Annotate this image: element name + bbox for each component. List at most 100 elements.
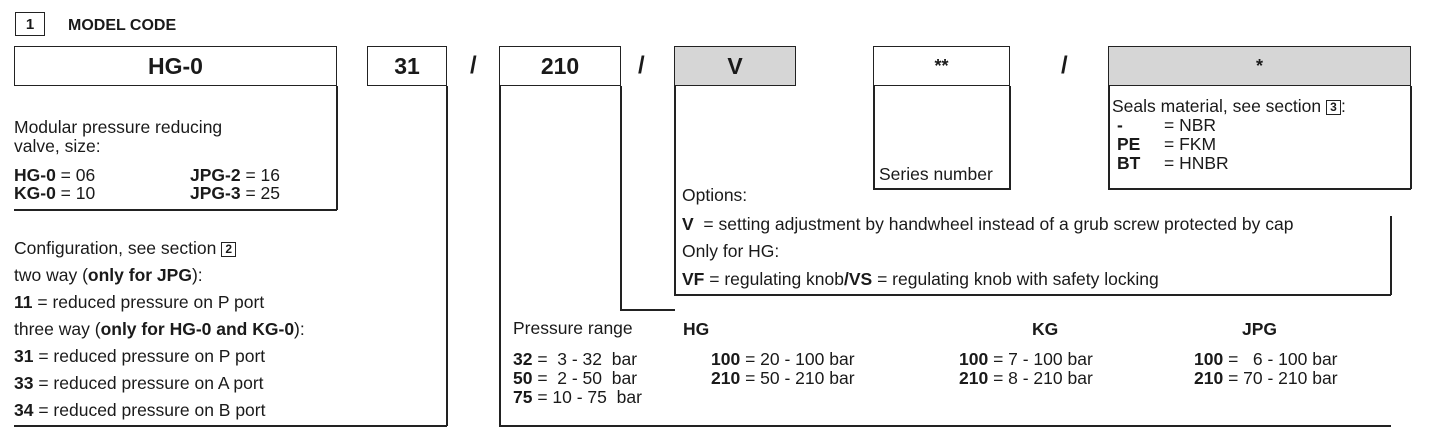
- config-text: = reduced pressure on P port: [33, 346, 266, 366]
- two-way-line: two way (only for JPG):: [14, 266, 203, 285]
- pressure-row: 210 = 50 - 210 bar: [711, 369, 855, 388]
- model-desc-border-right: [336, 86, 338, 210]
- pressure-code: 210: [959, 368, 989, 388]
- text: ):: [191, 265, 203, 285]
- option-v-line: V = setting adjustment by handwheel inst…: [682, 215, 1293, 234]
- config-code-box: 31: [367, 46, 447, 86]
- size-code: HG-0: [14, 165, 56, 185]
- size-value: = 16: [240, 165, 280, 185]
- pressure-desc-border-bottom: [499, 425, 1391, 427]
- seal-row: -: [1117, 116, 1123, 135]
- config-desc-border-bottom: [14, 425, 447, 427]
- pressure-kg-label: KG: [1032, 319, 1059, 339]
- pressure-code: 210: [711, 368, 741, 388]
- pressure-desc-border-left: [499, 86, 501, 426]
- size-code: JPG-3: [190, 183, 241, 203]
- only-hg-line: Only for HG:: [682, 241, 780, 261]
- config-code: 31: [14, 346, 34, 366]
- size-value: = 06: [55, 165, 96, 185]
- series-description: Series number: [879, 164, 993, 184]
- pressure-row: 50 = 2 - 50 bar: [513, 369, 637, 388]
- seal-row: = FKM: [1164, 135, 1216, 154]
- model-size-row: KG-0 = 10: [14, 184, 95, 203]
- config-text: = reduced pressure on A port: [33, 373, 264, 393]
- seal-code: BT: [1117, 153, 1141, 173]
- option-code-box: V: [674, 46, 796, 86]
- section-title: MODEL CODE: [68, 17, 177, 34]
- seals-desc-border-left: [1108, 86, 1110, 189]
- model-desc-line1: Modular pressure reducing: [14, 117, 223, 137]
- text: :: [1341, 96, 1346, 116]
- config-code: 11: [14, 292, 33, 312]
- pressure-code: 32: [513, 349, 533, 369]
- options-desc-border-right: [1390, 216, 1392, 295]
- size-value: = 25: [240, 183, 280, 203]
- config-code: 33: [14, 373, 34, 393]
- pressure-code: 100: [959, 349, 989, 369]
- text: two way (: [14, 265, 88, 285]
- pressure-value: = 20 - 100 bar: [740, 349, 855, 369]
- pressure-jpg-label: JPG: [1242, 319, 1278, 339]
- seals-title: Seals material, see section 3:: [1112, 97, 1346, 116]
- seal-value: = FKM: [1164, 134, 1217, 154]
- three-way-line: three way (only for HG-0 and KG-0):: [14, 320, 305, 339]
- config-title-text: Configuration, see section: [14, 238, 217, 258]
- option-vf-line: VF = regulating knob/VS = regulating kno…: [682, 270, 1159, 289]
- pressure-code: 210: [1194, 368, 1224, 388]
- text: three way (: [14, 319, 101, 339]
- pressure-row: 75 = 10 - 75 bar: [513, 388, 642, 407]
- size-code: JPG-2: [190, 165, 241, 185]
- series-code-box: **: [873, 46, 1010, 86]
- seals-desc-border-right: [1410, 86, 1412, 189]
- config-text: = reduced pressure on B port: [33, 400, 266, 420]
- options-desc-border-bottom: [674, 294, 1391, 296]
- pressure-code: 75: [513, 387, 533, 407]
- seals-title-text: Seals material, see section: [1112, 96, 1322, 116]
- text: ):: [294, 319, 305, 339]
- seal-row: = HNBR: [1164, 154, 1229, 173]
- seals-desc-border-bottom: [1108, 188, 1411, 190]
- pressure-value: = 70 - 210 bar: [1223, 368, 1338, 388]
- config-item-11: 11 = reduced pressure on P port: [14, 293, 264, 312]
- model-size-row: HG-0 = 06: [14, 166, 95, 185]
- option-text: = regulating knob: [704, 269, 844, 289]
- pressure-value: = 50 - 210 bar: [740, 368, 855, 388]
- option-code: VF: [682, 269, 705, 289]
- config-text: = reduced pressure on P port: [32, 292, 265, 312]
- options-desc-border-left: [674, 86, 676, 206]
- series-desc-border-right: [1009, 86, 1011, 189]
- pressure-desc-border-right: [620, 86, 622, 310]
- pressure-code: 100: [1194, 349, 1224, 369]
- model-size-row: JPG-2 = 16: [190, 166, 280, 185]
- separator-slash: /: [638, 52, 645, 79]
- pressure-row: 100 = 20 - 100 bar: [711, 350, 855, 369]
- seal-code: -: [1117, 115, 1123, 135]
- separator-slash: /: [470, 52, 477, 79]
- model-desc-border-bottom: [14, 209, 337, 211]
- size-code: KG-0: [14, 183, 56, 203]
- seal-value: = NBR: [1164, 115, 1217, 135]
- options-desc-border-left-lower: [674, 205, 676, 295]
- option-code: V: [682, 214, 694, 234]
- text-bold: only for JPG: [87, 265, 192, 285]
- pressure-row: 32 = 3 - 32 bar: [513, 350, 637, 369]
- section-number-box: 1: [15, 12, 45, 36]
- option-text: = regulating knob with safety locking: [872, 269, 1159, 289]
- model-desc-line2: valve, size:: [14, 136, 101, 156]
- pressure-value: = 6 - 100 bar: [1223, 349, 1338, 369]
- pressure-code: 50: [513, 368, 533, 388]
- seal-row: = NBR: [1164, 116, 1216, 135]
- model-size-row: JPG-3 = 25: [190, 184, 280, 203]
- pressure-row: 100 = 6 - 100 bar: [1194, 350, 1338, 369]
- config-item-31: 31 = reduced pressure on P port: [14, 347, 265, 366]
- seal-row: BT: [1117, 154, 1140, 173]
- pressure-row: 210 = 8 - 210 bar: [959, 369, 1093, 388]
- pressure-row: 210 = 70 - 210 bar: [1194, 369, 1338, 388]
- pressure-row: 100 = 7 - 100 bar: [959, 350, 1093, 369]
- pressure-value: = 3 - 32 bar: [532, 349, 638, 369]
- config-title: Configuration, see section 2: [14, 238, 237, 258]
- pressure-value: = 8 - 210 bar: [988, 368, 1093, 388]
- config-desc-border-right: [446, 86, 448, 426]
- seal-code: PE: [1117, 134, 1141, 154]
- pressure-code: 100: [711, 349, 741, 369]
